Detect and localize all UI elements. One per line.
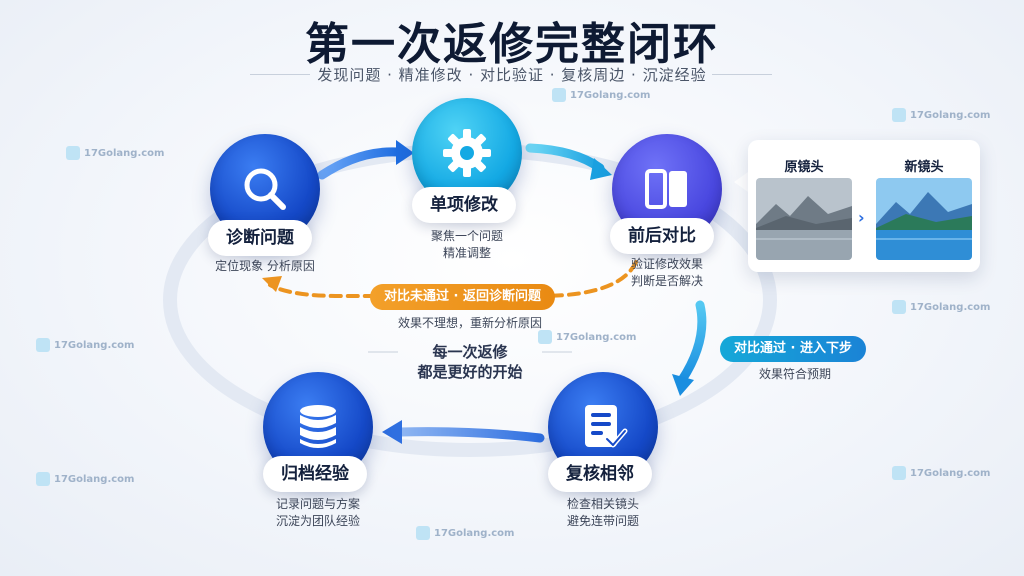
arrowhead-review-to-archive bbox=[382, 420, 402, 444]
subtitle-row: 发现问题 · 精准修改 · 对比验证 · 复核周边 · 沉淀经验 bbox=[0, 64, 1024, 86]
watermark-text: 17Golang.com bbox=[54, 340, 135, 351]
watermark-text: 17Golang.com bbox=[910, 110, 991, 121]
node-compare-label: 前后对比 bbox=[610, 218, 714, 254]
center-message-line-2: 都是更好的开始 bbox=[417, 363, 523, 381]
node-compare-desc-2: 判断是否解决 bbox=[630, 274, 703, 288]
node-modify-desc: 聚焦一个问题 精准调整 bbox=[412, 228, 522, 262]
node-archive-label: 归档经验 bbox=[263, 456, 367, 492]
before-image bbox=[756, 178, 852, 260]
fail-branch-tag: 对比未通过 · 返回诊断问题 bbox=[370, 284, 555, 310]
dashed-return-arrowhead bbox=[262, 276, 282, 292]
checklist-icon bbox=[585, 405, 628, 448]
node-compare-desc: 验证修改效果 判断是否解决 bbox=[612, 256, 722, 290]
watermark: 17Golang.com bbox=[36, 338, 134, 352]
watermark-logo-icon bbox=[892, 108, 906, 122]
subtitle-line-left bbox=[250, 74, 310, 75]
node-review-desc-2: 避免连带问题 bbox=[566, 514, 639, 528]
arrowhead-compare-to-review bbox=[672, 374, 694, 396]
compare-chevron-icon: › bbox=[858, 208, 865, 227]
after-label: 新镜头 bbox=[904, 160, 944, 175]
node-modify-label: 单项修改 bbox=[412, 187, 516, 223]
watermark-logo-icon bbox=[892, 300, 906, 314]
before-label: 原镜头 bbox=[784, 160, 824, 175]
center-message: 每一次返修 都是更好的开始 bbox=[400, 342, 540, 382]
watermark: 17Golang.com bbox=[36, 472, 134, 486]
watermark-logo-icon bbox=[538, 330, 552, 344]
database-icon bbox=[300, 405, 336, 448]
comparison-card: 原镜头 › 新镜头 bbox=[748, 140, 980, 272]
watermark-text: 17Golang.com bbox=[556, 332, 637, 343]
node-diagnose-desc: 定位现象 分析原因 bbox=[215, 259, 315, 273]
arrowhead-modify-to-compare bbox=[590, 158, 612, 180]
arrow-review-to-archive bbox=[395, 427, 545, 443]
node-review-desc-1: 检查相关镜头 bbox=[566, 497, 639, 511]
subtitle: 发现问题 · 精准修改 · 对比验证 · 复核周边 · 沉淀经验 bbox=[317, 66, 707, 84]
watermark: 17Golang.com bbox=[892, 466, 990, 480]
split-panel-icon bbox=[645, 169, 687, 209]
page-title: 第一次返修完整闭环 bbox=[305, 19, 719, 70]
watermark: 17Golang.com bbox=[538, 330, 636, 344]
compare-card-pointer bbox=[734, 172, 748, 192]
fail-branch-desc: 效果不理想，重新分析原因 bbox=[397, 316, 542, 330]
pass-branch-tag: 对比通过 · 进入下步 bbox=[720, 336, 866, 362]
watermark-text: 17Golang.com bbox=[910, 302, 991, 313]
node-modify-desc-1: 聚焦一个问题 bbox=[430, 229, 503, 243]
node-compare-desc-1: 验证修改效果 bbox=[630, 257, 703, 271]
watermark: 17Golang.com bbox=[66, 146, 164, 160]
watermark-logo-icon bbox=[36, 338, 50, 352]
node-archive-desc-2: 沉淀为团队经验 bbox=[275, 514, 360, 528]
node-review-desc: 检查相关镜头 避免连带问题 bbox=[548, 496, 658, 530]
watermark-logo-icon bbox=[552, 88, 566, 102]
watermark-text: 17Golang.com bbox=[54, 474, 135, 485]
node-diagnose-label: 诊断问题 bbox=[208, 220, 312, 256]
node-archive-desc: 记录问题与方案 沉淀为团队经验 bbox=[253, 496, 383, 530]
watermark-text: 17Golang.com bbox=[84, 148, 165, 159]
arrow-diagnose-to-modify bbox=[317, 147, 403, 180]
center-message-line-1: 每一次返修 bbox=[432, 343, 508, 361]
watermark-text: 17Golang.com bbox=[434, 528, 515, 539]
watermark-logo-icon bbox=[36, 472, 50, 486]
watermark-logo-icon bbox=[416, 526, 430, 540]
node-archive-desc-1: 记录问题与方案 bbox=[275, 497, 360, 511]
search-icon bbox=[244, 168, 286, 210]
arrow-compare-to-review bbox=[677, 300, 707, 385]
watermark-logo-icon bbox=[66, 146, 80, 160]
watermark-text: 17Golang.com bbox=[910, 468, 991, 479]
arrowhead-diagnose-to-modify bbox=[396, 140, 414, 165]
watermark: 17Golang.com bbox=[892, 108, 990, 122]
gear-icon bbox=[443, 129, 491, 177]
pass-branch-desc: 效果符合预期 bbox=[758, 367, 831, 381]
after-image bbox=[876, 178, 972, 260]
node-modify-desc-2: 精准调整 bbox=[442, 246, 491, 260]
subtitle-line-right bbox=[712, 74, 772, 75]
watermark: 17Golang.com bbox=[416, 526, 514, 540]
watermark-logo-icon bbox=[892, 466, 906, 480]
watermark-text: 17Golang.com bbox=[570, 90, 651, 101]
watermark: 17Golang.com bbox=[552, 88, 650, 102]
node-review-label: 复核相邻 bbox=[548, 456, 652, 492]
watermark: 17Golang.com bbox=[892, 300, 990, 314]
